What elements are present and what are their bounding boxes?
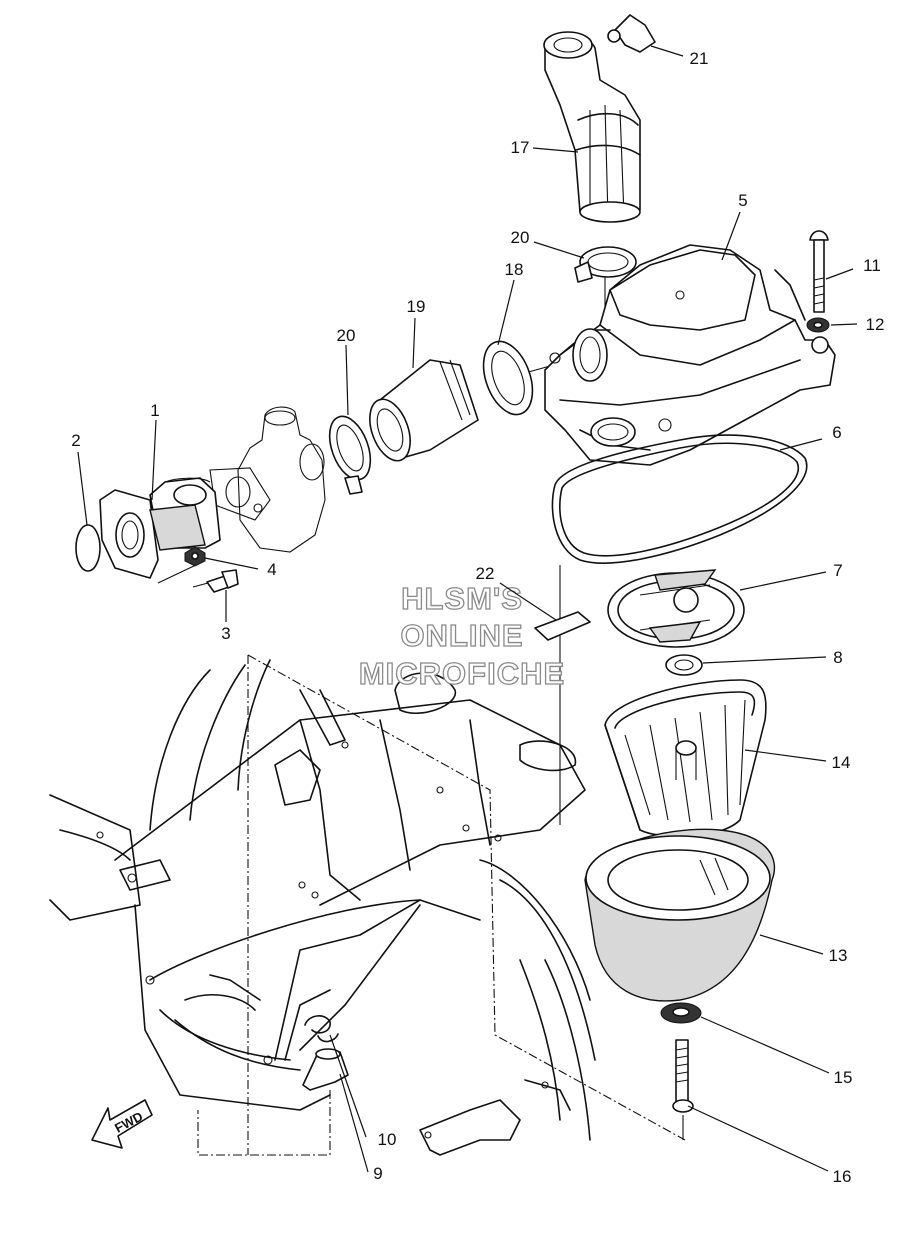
- bolt-16: [672, 1039, 694, 1113]
- callout-11: 11: [863, 256, 881, 275]
- callout-16: 16: [833, 1167, 852, 1186]
- callout-12: 12: [866, 315, 885, 334]
- bolt-3: [206, 569, 239, 593]
- callout-1: 1: [150, 401, 159, 420]
- clip: [304, 1015, 339, 1043]
- callout-4: 4: [267, 560, 276, 579]
- callout-21: 21: [690, 49, 709, 68]
- air-filter-case: [544, 244, 836, 466]
- callout-6: 6: [832, 423, 841, 442]
- callout-19: 19: [407, 297, 426, 316]
- callout-17: 17: [511, 138, 530, 157]
- fwd-label: FWD: [112, 1109, 145, 1136]
- nut-4: [184, 546, 206, 567]
- frame-body: [49, 659, 596, 1156]
- carburetor: [209, 406, 326, 553]
- joint-18: [482, 340, 534, 416]
- callout-20-upper: 20: [511, 228, 530, 247]
- callout-18: 18: [505, 260, 524, 279]
- callout-22: 22: [476, 564, 495, 583]
- leader-lines: [77, 45, 858, 1173]
- carburetor-joint: [369, 359, 479, 462]
- callout-5: 5: [738, 191, 747, 210]
- callout-20-lower: 20: [337, 326, 356, 345]
- clamp-upper: [574, 246, 637, 283]
- callout-9: 9: [373, 1164, 382, 1183]
- washer-8: [665, 654, 703, 676]
- watermark-line-2: ONLINE: [400, 618, 523, 653]
- clamp-lower: [328, 415, 372, 495]
- caution-label: [534, 611, 591, 641]
- callout-14: 14: [832, 753, 851, 772]
- fwd-arrow-icon: FWD: [91, 1099, 153, 1149]
- callout-10: 10: [378, 1130, 397, 1149]
- o-ring: [75, 524, 101, 572]
- duct-cap: [607, 14, 656, 53]
- intake-manifold: [99, 477, 221, 579]
- watermark: HLSM'S ONLINE MICROFICHE: [358, 580, 565, 691]
- washer-12: [806, 317, 830, 333]
- air-filter-element: [584, 828, 776, 1002]
- callout-13: 13: [829, 946, 848, 965]
- bolt-11: [809, 230, 829, 313]
- watermark-line-1: HLSM'S: [401, 581, 523, 616]
- callout-3: 3: [221, 624, 230, 643]
- gasket: [551, 434, 808, 564]
- watermark-line-3: MICROFICHE: [359, 656, 565, 691]
- element-cap: [607, 569, 745, 648]
- washer-15: [660, 1002, 702, 1024]
- callout-15: 15: [834, 1068, 853, 1087]
- callouts: 1 2 3 4 5 6 7 8 9 10 11 12 13 14 15 16 1…: [71, 49, 884, 1186]
- intake-duct: [543, 31, 641, 223]
- callout-2: 2: [71, 431, 80, 450]
- callout-8: 8: [833, 648, 842, 667]
- element-guide: [604, 679, 767, 838]
- callout-7: 7: [833, 561, 842, 580]
- drain-hose: [302, 1048, 349, 1091]
